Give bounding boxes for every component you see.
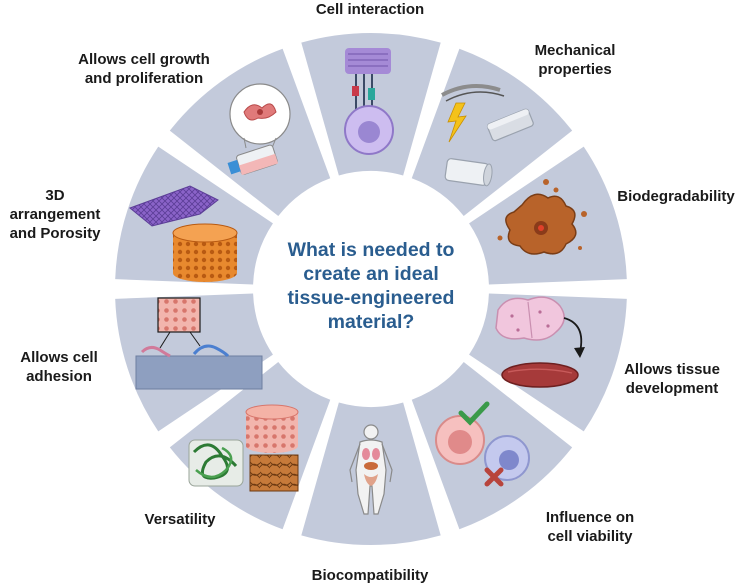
label-cell-growth: Allows cell growth and proliferation xyxy=(78,51,210,87)
label-3d-porosity: 3D arrangement and Porosity xyxy=(9,187,101,242)
label-cell-viability: Influence on cell viability xyxy=(545,509,635,545)
central-question: What is needed to create an ideal tissue… xyxy=(287,239,455,333)
scaffold-types-icon xyxy=(188,404,299,492)
cell-receptor-icon xyxy=(344,48,394,155)
label-mechanical-properties: Mechanical properties xyxy=(534,42,616,78)
porous-scaffold-icon xyxy=(129,185,238,282)
culture-flask-icon xyxy=(227,83,291,176)
degrading-material-icon xyxy=(497,179,587,255)
human-body-icon xyxy=(349,424,393,515)
label-tissue-development: Allows tissue development xyxy=(624,361,720,397)
material-blocks-icon xyxy=(441,84,534,187)
label-versatility: Versatility xyxy=(144,511,216,528)
label-biodegradability: Biodegradability xyxy=(617,188,735,205)
tissue-icon xyxy=(495,296,585,388)
center-circle xyxy=(259,177,483,401)
cell-adhesion-icon xyxy=(135,297,263,390)
viable-cell-icon xyxy=(435,401,530,487)
label-cell-interaction: Cell interaction xyxy=(315,1,425,18)
label-biocompatibility: Biocompatibility xyxy=(311,567,429,584)
label-cell-adhesion: Allows cell adhesion xyxy=(20,349,98,385)
